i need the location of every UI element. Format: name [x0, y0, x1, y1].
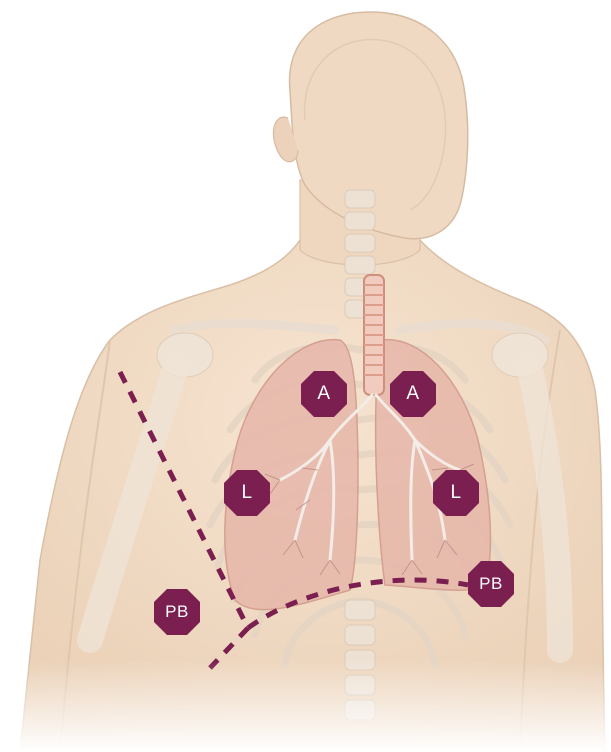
marker-label: A: [389, 370, 437, 418]
trachea: [364, 275, 384, 395]
marker-label: PB: [153, 588, 201, 636]
bottom-fade: [0, 660, 611, 752]
marker-label: PB: [467, 560, 515, 608]
marker-apex-right: A: [300, 370, 348, 418]
marker-label: L: [432, 469, 480, 517]
marker-lung-right: L: [223, 469, 271, 517]
marker-apex-left: A: [389, 370, 437, 418]
marker-posterior-base-right: PB: [153, 588, 201, 636]
marker-label: L: [223, 469, 271, 517]
marker-lung-left: L: [432, 469, 480, 517]
marker-posterior-base-left: PB: [467, 560, 515, 608]
marker-label: A: [300, 370, 348, 418]
